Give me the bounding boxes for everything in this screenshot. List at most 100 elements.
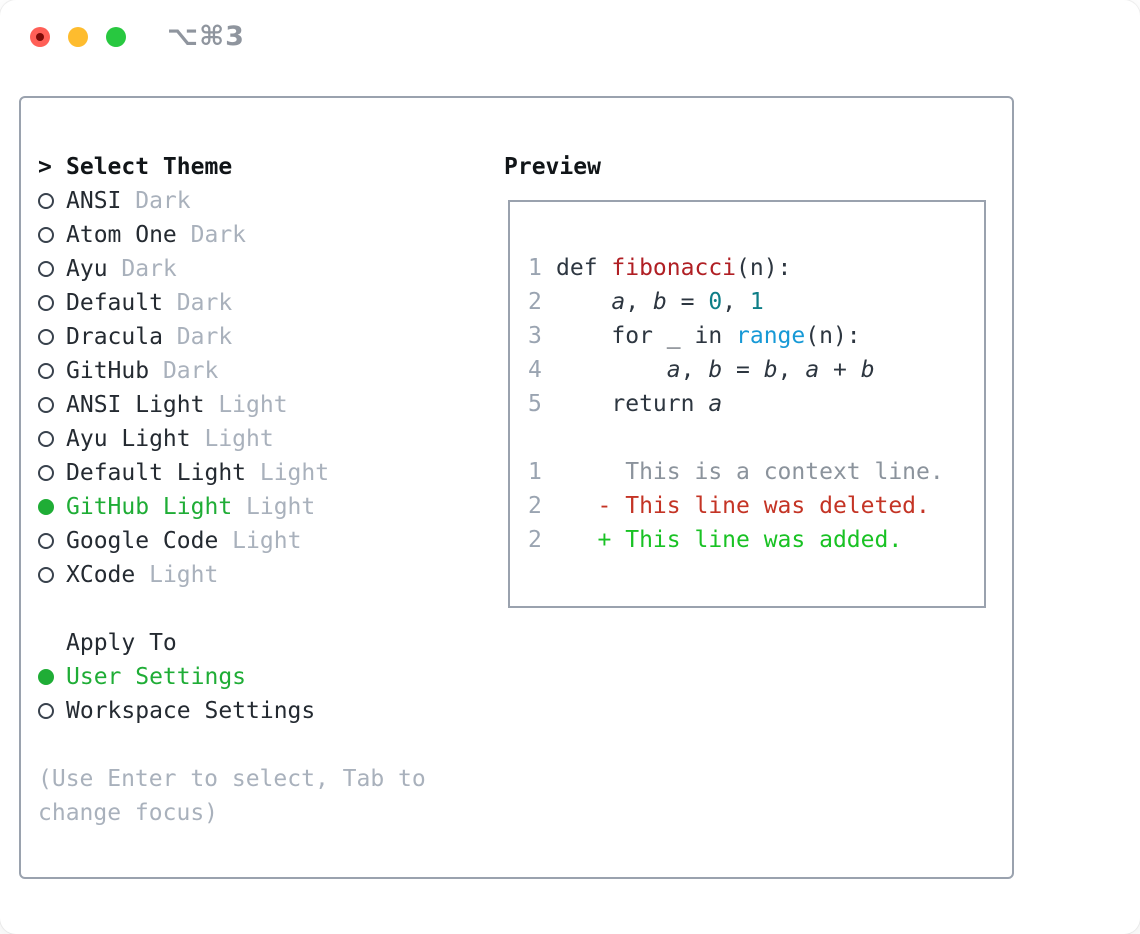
radio-icon — [38, 703, 54, 719]
code-line: 5 return a — [528, 387, 984, 421]
preview-header-row: Preview — [504, 150, 601, 184]
code-token: 0 — [708, 289, 723, 315]
code-token: (n): — [805, 323, 861, 349]
radio-icon — [38, 567, 54, 583]
radio-icon — [38, 363, 54, 379]
line-number: 2 — [528, 527, 542, 553]
apply-to-option[interactable]: Workspace Settings — [38, 694, 426, 728]
theme-option[interactable]: Atom One Dark — [38, 218, 426, 252]
radio-selected-icon — [38, 669, 54, 685]
apply-to-label: Workspace Settings — [66, 698, 316, 724]
line-number: 4 — [528, 357, 542, 383]
radio-icon — [38, 533, 54, 549]
code-token: range — [736, 323, 806, 349]
theme-name: GitHub — [66, 358, 150, 384]
code-token: + This line was added. — [597, 527, 903, 553]
code-token — [556, 357, 667, 383]
code-token: - This line was deleted. — [597, 493, 930, 519]
theme-name: Default — [66, 290, 163, 316]
theme-option[interactable]: GitHub Light Light — [38, 490, 426, 524]
radio-slot — [38, 397, 66, 413]
radio-slot — [38, 431, 66, 447]
theme-variant: Light — [190, 426, 274, 452]
theme-option[interactable]: Google Code Light — [38, 524, 426, 558]
code-token: = — [722, 357, 764, 383]
code-token: + — [819, 357, 861, 383]
prompt-icon: > — [38, 154, 52, 180]
theme-option[interactable]: Dracula Dark — [38, 320, 426, 354]
code-token — [556, 289, 611, 315]
spacer — [38, 592, 426, 626]
line-number — [528, 421, 556, 455]
code-token: a — [708, 391, 723, 417]
radio-icon — [38, 295, 54, 311]
code-token: , — [680, 357, 709, 383]
theme-name: ANSI — [66, 188, 122, 214]
close-button[interactable] — [30, 27, 50, 47]
titlebar: ⌥⌘3 — [0, 0, 1140, 74]
code-token: a — [611, 289, 626, 315]
code-line: 2 a, b = 0, 1 — [528, 285, 984, 319]
close-button-dot — [36, 33, 44, 41]
theme-variant: Light — [135, 562, 219, 588]
apply-to-option[interactable]: User Settings — [38, 660, 426, 694]
line-number: 1 — [528, 459, 542, 485]
theme-option[interactable]: Ayu Light Light — [38, 422, 426, 456]
code-token: for _ in — [556, 323, 737, 349]
line-number: 2 — [528, 493, 542, 519]
theme-variant: Dark — [162, 290, 233, 316]
theme-option[interactable]: Default Light Light — [38, 456, 426, 490]
theme-option[interactable]: Ayu Dark — [38, 252, 426, 286]
theme-option[interactable]: GitHub Dark — [38, 354, 426, 388]
help-line: (Use Enter to select, Tab to — [38, 766, 426, 792]
theme-option[interactable]: ANSI Dark — [38, 184, 426, 218]
radio-slot — [38, 703, 66, 719]
radio-slot — [38, 193, 66, 209]
theme-variant: Dark — [149, 358, 219, 384]
code-token: b — [763, 357, 778, 383]
zoom-button[interactable] — [106, 27, 126, 47]
code-text: This is a context line. — [556, 455, 944, 489]
preview-title: Preview — [504, 154, 601, 180]
spacer — [38, 728, 426, 762]
line-number: 2 — [528, 289, 542, 315]
theme-name: ANSI Light — [66, 392, 205, 418]
theme-option[interactable]: ANSI Light Light — [38, 388, 426, 422]
line-number: 5 — [528, 391, 542, 417]
theme-option[interactable]: XCode Light — [38, 558, 426, 592]
radio-icon — [38, 227, 54, 243]
code-text: a, b = 0, 1 — [556, 285, 764, 319]
minimize-button[interactable] — [68, 27, 88, 47]
code-token: return — [556, 391, 709, 417]
theme-option[interactable]: Default Dark — [38, 286, 426, 320]
code-line: 2 + This line was added. — [528, 523, 984, 557]
line-number: 3 — [528, 323, 542, 349]
code-token: a — [666, 357, 681, 383]
radio-slot — [38, 465, 66, 481]
code-token: b — [652, 289, 667, 315]
select-theme-header-row: > Select Theme — [38, 150, 426, 184]
code-token: , — [625, 289, 653, 315]
theme-variant: Light — [204, 392, 288, 418]
theme-name: Atom One — [66, 222, 177, 248]
theme-variant: Light — [232, 494, 316, 520]
apply-to-title: Apply To — [66, 630, 177, 656]
code-text: def fibonacci(n): — [556, 251, 791, 285]
code-line: 1 This is a context line. — [528, 455, 984, 489]
code-token: 1 — [749, 289, 764, 315]
theme-variant: Dark — [107, 256, 177, 282]
radio-icon — [38, 193, 54, 209]
theme-variant: Light — [246, 460, 330, 486]
select-theme-title: Select Theme — [66, 154, 233, 180]
radio-icon — [38, 431, 54, 447]
code-token: def — [556, 255, 612, 281]
radio-icon — [38, 465, 54, 481]
theme-name: GitHub Light — [66, 494, 233, 520]
radio-slot — [38, 567, 66, 583]
line-number: 1 — [528, 255, 542, 281]
